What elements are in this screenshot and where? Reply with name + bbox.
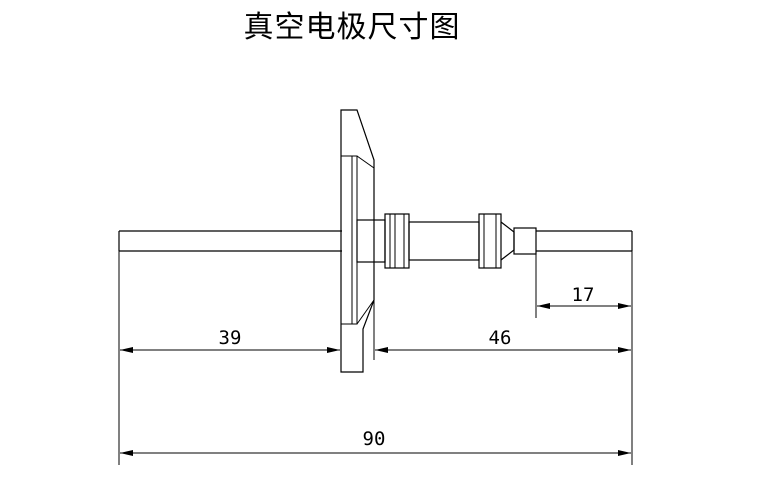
electrode-rod-left — [118, 230, 342, 252]
electrode-rod-right — [536, 230, 633, 252]
dim-label-46: 46 — [489, 327, 512, 349]
flange — [340, 109, 375, 373]
dim-label-17: 17 — [572, 284, 595, 306]
feedthrough-body — [356, 213, 537, 269]
dim-label-39: 39 — [219, 327, 242, 349]
extension-lines — [118, 251, 633, 465]
dim-label-90: 90 — [363, 428, 386, 450]
drawing-title: 真空电极尺寸图 — [243, 10, 461, 45]
